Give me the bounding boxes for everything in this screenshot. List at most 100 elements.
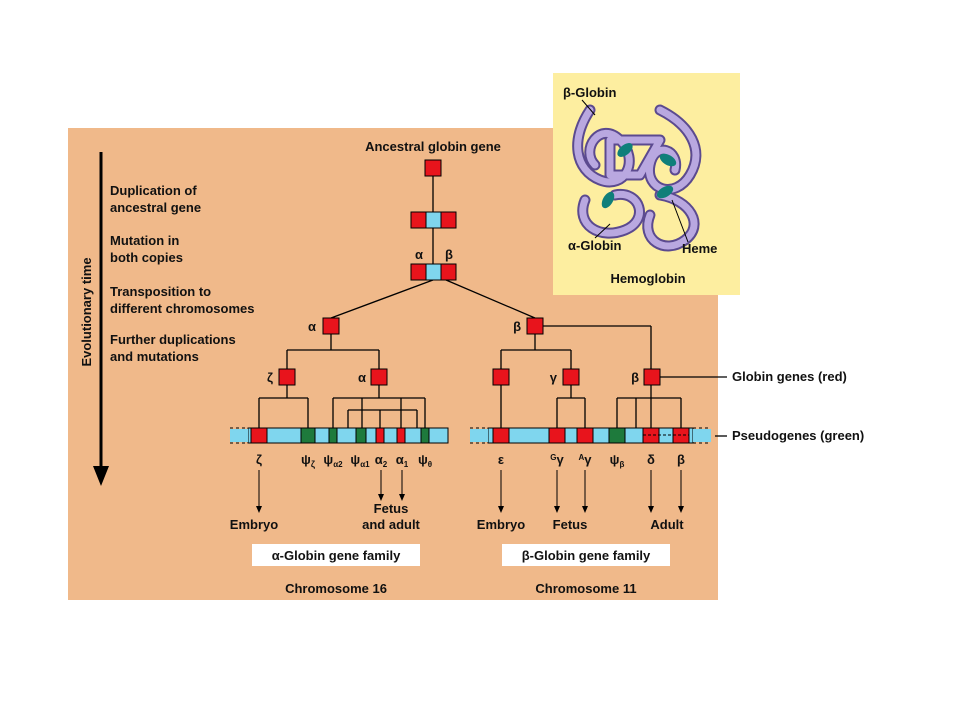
ancestral-gene-title: Ancestral globin gene — [365, 139, 501, 154]
mutated-gene-boxes — [410, 263, 457, 281]
legend-pseudogenes: Pseudogenes (green) — [732, 428, 864, 443]
alpha-label-a1: α — [396, 452, 404, 467]
svg-text:Aγ: Aγ — [578, 452, 592, 467]
step-4-line-1: Further duplications — [110, 332, 236, 347]
beta-label-g-pre: G — [550, 453, 556, 462]
pseudogene-psi-a1 — [355, 427, 367, 444]
beta-stage-adult: Adult — [650, 517, 684, 532]
hemoglobin-protein-illustration — [572, 104, 702, 252]
beta-family-label: β-Globin gene family — [522, 548, 651, 563]
alpha-chromosome-label: Chromosome 16 — [285, 581, 387, 596]
tree-lines — [258, 176, 727, 437]
step-3-line-1: Transposition to — [110, 284, 211, 299]
svg-text:ψβ: ψβ — [610, 452, 625, 469]
step-2-line-2: both copies — [110, 250, 183, 265]
tree-labels: α β α β ζ α γ β — [267, 247, 639, 385]
step-1-line-2: ancestral gene — [110, 200, 201, 215]
gamma-gene-box — [562, 368, 580, 386]
beta-label-delta: δ — [647, 452, 655, 467]
zeta-gene-box — [278, 368, 296, 386]
svg-text:ψθ: ψθ — [418, 452, 432, 469]
beta-chromosome — [470, 427, 711, 444]
epsilon-gene-box — [492, 368, 510, 386]
inset-beta-globin-label: β-Globin — [563, 85, 616, 100]
tree-genes — [278, 159, 661, 386]
legend-globin-genes: Globin genes (red) — [732, 369, 847, 384]
heme-group-2 — [659, 153, 677, 167]
inset-hemoglobin-title: Hemoglobin — [610, 271, 685, 286]
step-4-line-2: and mutations — [110, 349, 199, 364]
step-1-line-1: Duplication of — [110, 183, 197, 198]
gene-zeta — [250, 427, 268, 444]
svg-text:ancestral gene: ancestral gene — [110, 200, 201, 215]
alpha-label-psi-zeta-sub: ζ — [311, 459, 315, 469]
beta-stage-fetus: Fetus — [553, 517, 588, 532]
split-beta-label: β — [445, 247, 453, 262]
pseudogene-psi-beta — [608, 427, 626, 444]
svg-text:ψζ: ψζ — [301, 452, 315, 469]
evolutionary-time-label: Evolutionary time — [79, 257, 94, 366]
beta-label-psi-beta: ψ — [610, 452, 620, 467]
alpha-label-zeta: ζ — [256, 452, 262, 467]
svg-text:ψα2: ψα2 — [323, 452, 343, 469]
gene-alpha-1 — [396, 427, 406, 444]
alpha-chromosome — [230, 427, 449, 444]
svg-text:α2: α2 — [375, 452, 388, 469]
pseudogene-psi-a2 — [328, 427, 338, 444]
beta-label-a-gamma: γ — [584, 452, 592, 467]
step-labels: Duplication of ancestral gene Mutation i… — [110, 183, 254, 364]
beta-label-beta: β — [677, 452, 685, 467]
svg-text:and mutations: and mutations — [110, 349, 199, 364]
alpha-stage-embryo: Embryo — [230, 517, 278, 532]
alpha-family-box: α-Globin gene family — [252, 544, 420, 566]
alpha-label-a1-sub: 1 — [404, 460, 409, 469]
alpha-label-psi-a1: ψ — [350, 452, 360, 467]
beta-stage-embryo: Embryo — [477, 517, 525, 532]
svg-text:Duplication of: Duplication of — [110, 183, 197, 198]
alpha-sub-gene-box — [370, 368, 388, 386]
svg-text:Gγ: Gγ — [550, 452, 564, 467]
stage-labels: Embryo Fetus and adult Embryo Fetus Adul… — [230, 501, 684, 532]
svg-text:α1: α1 — [396, 452, 409, 469]
level4-alpha-label: α — [358, 370, 366, 385]
svg-text:both copies: both copies — [110, 250, 183, 265]
beta-label-epsilon: ε — [498, 452, 504, 467]
alpha-label-a2: α — [375, 452, 383, 467]
gene-alpha-2 — [375, 427, 385, 444]
alpha-label-psi-zeta: ψ — [301, 452, 311, 467]
alpha-label-a2-sub: 2 — [383, 460, 388, 469]
ancestral-gene-box — [424, 159, 442, 177]
heme-group-4 — [656, 185, 674, 199]
beta-label-psi-beta-sub: β — [619, 460, 624, 469]
level4-gamma-label: γ — [550, 370, 558, 385]
alpha-stage-fetus: Fetus — [374, 501, 409, 516]
alpha-gene-labels: ζ ψζ ψα2 ψα1 α2 α1 ψθ — [256, 452, 432, 469]
gene-epsilon — [492, 427, 510, 444]
beta-gene-labels: ε Gγ Aγ ψβ δ β — [498, 452, 685, 469]
beta-chromosome-label: Chromosome 11 — [535, 581, 636, 596]
alpha-label-psi-a2-sub: α2 — [333, 460, 343, 469]
alpha-label-psi-a1-sub: α1 — [360, 460, 370, 469]
level3-beta-label: β — [513, 319, 521, 334]
expression-arrows — [256, 470, 684, 513]
hemoglobin-inset: β-Globin α-Globin Heme Hemoglobin — [553, 73, 740, 295]
svg-text:ψα1: ψα1 — [350, 452, 370, 469]
level4-zeta-label: ζ — [267, 370, 273, 385]
alpha-stage-and-adult: and adult — [362, 517, 420, 532]
step-3-line-2: different chromosomes — [110, 301, 254, 316]
level4-beta-label: β — [631, 370, 639, 385]
pseudogene-psi-theta — [420, 427, 430, 444]
svg-text:Transposition to: Transposition to — [110, 284, 211, 299]
svg-text:different chromosomes: different chromosomes — [110, 301, 254, 316]
gene-g-gamma — [548, 427, 566, 444]
alpha-label-psi-theta: ψ — [418, 452, 428, 467]
beta-label-a-pre: A — [578, 453, 584, 462]
step-2-line-1: Mutation in — [110, 233, 179, 248]
evolutionary-time-axis: Evolutionary time — [79, 152, 109, 486]
duplicated-gene-boxes — [410, 211, 457, 229]
alpha-family-label: α-Globin gene family — [272, 548, 401, 563]
svg-text:Further duplications: Further duplications — [110, 332, 236, 347]
beta-label-g-gamma: γ — [557, 452, 565, 467]
inset-alpha-globin-label: α-Globin — [568, 238, 622, 253]
